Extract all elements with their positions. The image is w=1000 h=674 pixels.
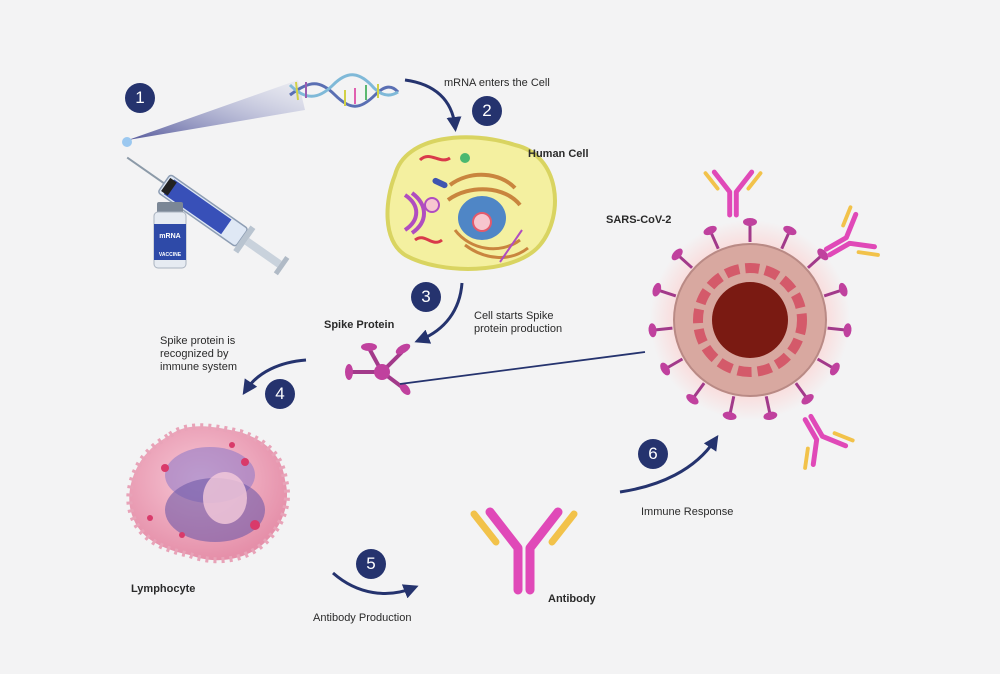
vial-brand-text: mRNA (159, 233, 180, 240)
antibody-bottom (784, 404, 853, 469)
cell-starts-label-line1: Cell starts Spike (474, 310, 554, 322)
vaccine-vial: mRNA VACCINE (153, 202, 187, 269)
antibody-top (706, 172, 761, 215)
immune-response-label: Immune Response (641, 506, 734, 518)
recognized-label-line2: recognized by (160, 348, 229, 360)
recognized-label-line1: Spike protein is (160, 335, 236, 347)
mrna-strand-icon (288, 73, 400, 108)
step-1-badge: 1 (125, 83, 155, 113)
arrow-4-to-5 (332, 571, 419, 599)
step-4-badge: 4 (265, 379, 295, 409)
lymphocyte-illustration (126, 423, 290, 564)
virus-spike-connector (399, 351, 646, 385)
sars-cov-2-virus (646, 216, 854, 423)
antibody-illustration (474, 512, 574, 590)
human-cell-illustration (385, 135, 557, 271)
arrow-2-to-3 (414, 282, 464, 344)
injection-illustration: mRNA VACCINE (122, 73, 400, 276)
vial-type-text: VACCINE (159, 252, 182, 258)
step-2-badge: 2 (472, 96, 502, 126)
mrna-enters-label: mRNA enters the Cell (444, 77, 550, 89)
antibody-production-label: Antibody Production (313, 612, 412, 624)
flow-arrows (242, 78, 719, 599)
lymphocyte-label: Lymphocyte (131, 583, 196, 595)
antibody-label: Antibody (548, 593, 596, 605)
cell-starts-label-line2: protein production (474, 323, 563, 335)
spike-protein-illustration (345, 343, 411, 395)
arrow-5-to-6 (619, 435, 719, 494)
spike-protein-label: Spike Protein (324, 319, 395, 331)
liquid-droplet (122, 137, 132, 147)
light-beam (128, 80, 305, 140)
step-3-badge: 3 (411, 282, 441, 312)
arrow-1-to-2 (404, 78, 462, 132)
syringe-icon (126, 156, 290, 276)
human-cell-label: Human Cell (528, 148, 589, 160)
arrow-3-to-4 (242, 358, 307, 395)
step-5-badge: 5 (356, 549, 386, 579)
recognized-label-line3: immune system (160, 361, 238, 373)
step-6-badge: 6 (638, 439, 668, 469)
sars-cov-2-label: SARS-CoV-2 (606, 214, 672, 226)
